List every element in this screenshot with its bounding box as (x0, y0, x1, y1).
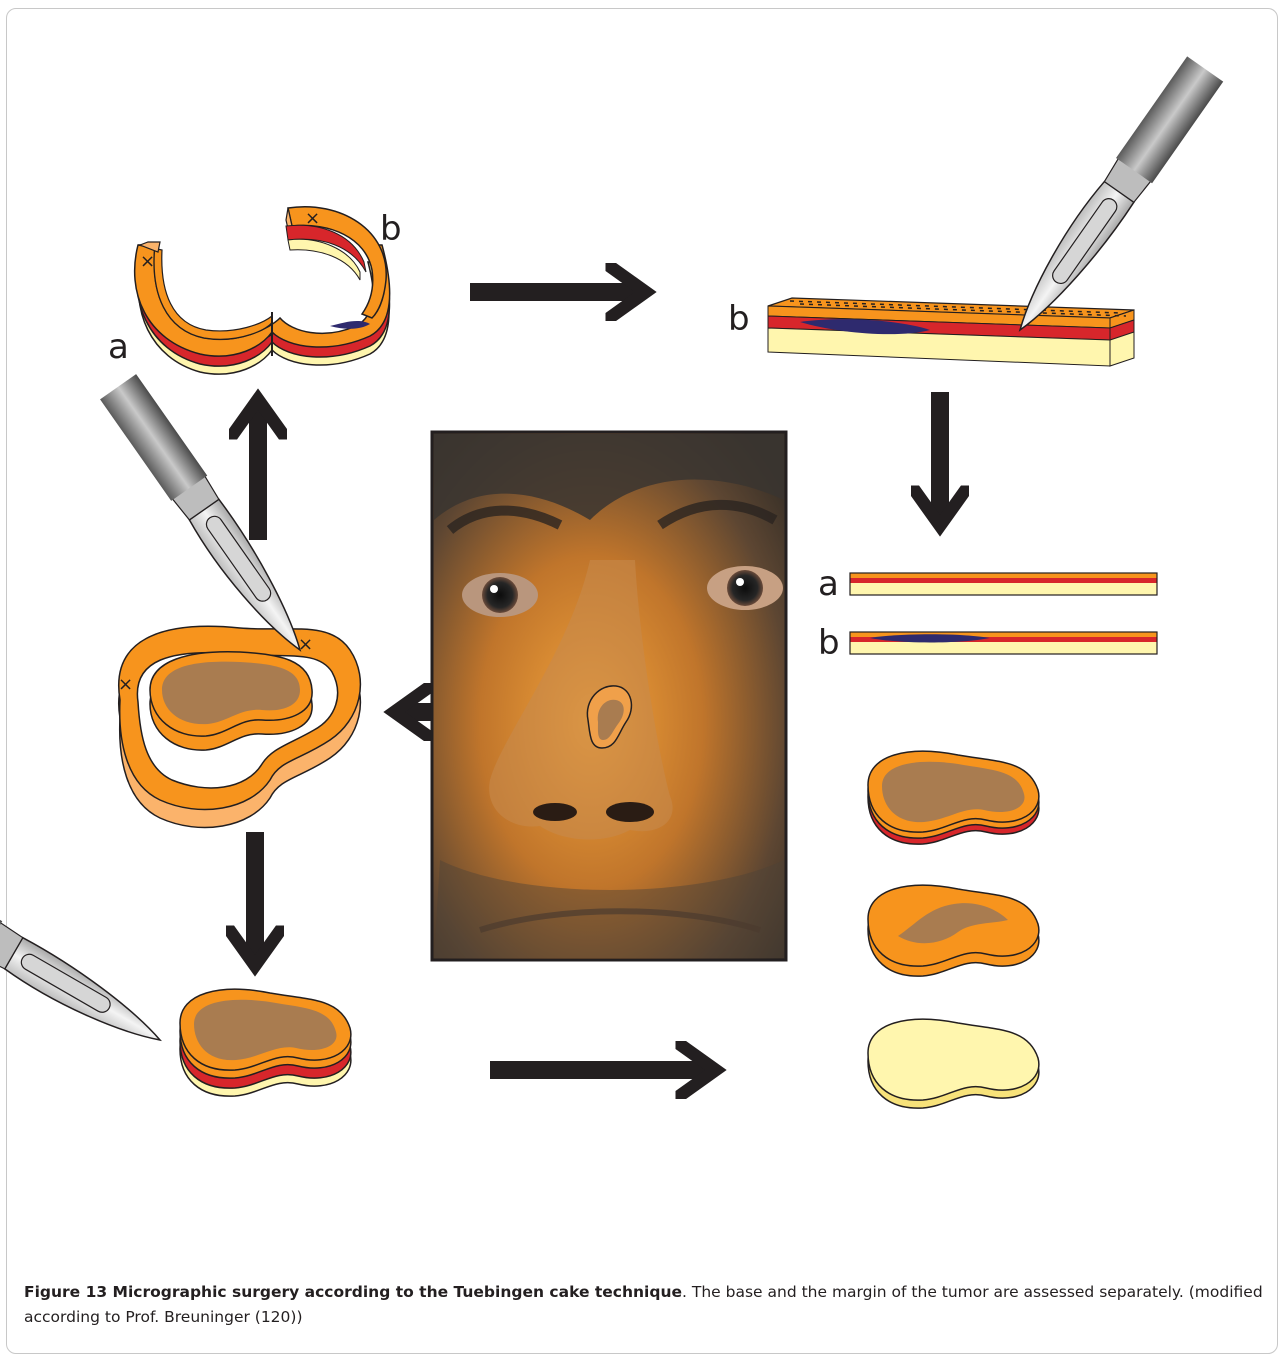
flattened-strip (768, 298, 1134, 366)
scalpel-icon (100, 374, 320, 661)
excision-with-margin: × × (118, 626, 360, 827)
svg-text:×: × (298, 634, 313, 655)
ring-label-b: b (380, 209, 402, 249)
base-disc-orange (868, 885, 1039, 976)
svg-text:×: × (118, 674, 133, 695)
svg-text:×: × (305, 208, 320, 229)
caption-title: Figure 13 Micrographic surgery according… (24, 1283, 682, 1301)
strip-label-b: b (728, 299, 750, 339)
base-disc-cream (868, 1019, 1039, 1108)
base-slicing (180, 989, 351, 1096)
section-label-b: b (818, 623, 840, 663)
svg-text:×: × (140, 251, 155, 272)
section-strip-b (850, 632, 1157, 654)
base-disc-red (868, 751, 1039, 844)
section-label-a: a (818, 564, 839, 604)
scalpel-icon (0, 859, 172, 1057)
margin-ring-opened: × × (135, 207, 390, 374)
scalpel-icon (1004, 56, 1224, 343)
ring-label-a: a (108, 327, 129, 367)
face-photo (432, 432, 786, 960)
section-strip-a (850, 573, 1157, 595)
figure-caption: Figure 13 Micrographic surgery according… (24, 1280, 1264, 1330)
